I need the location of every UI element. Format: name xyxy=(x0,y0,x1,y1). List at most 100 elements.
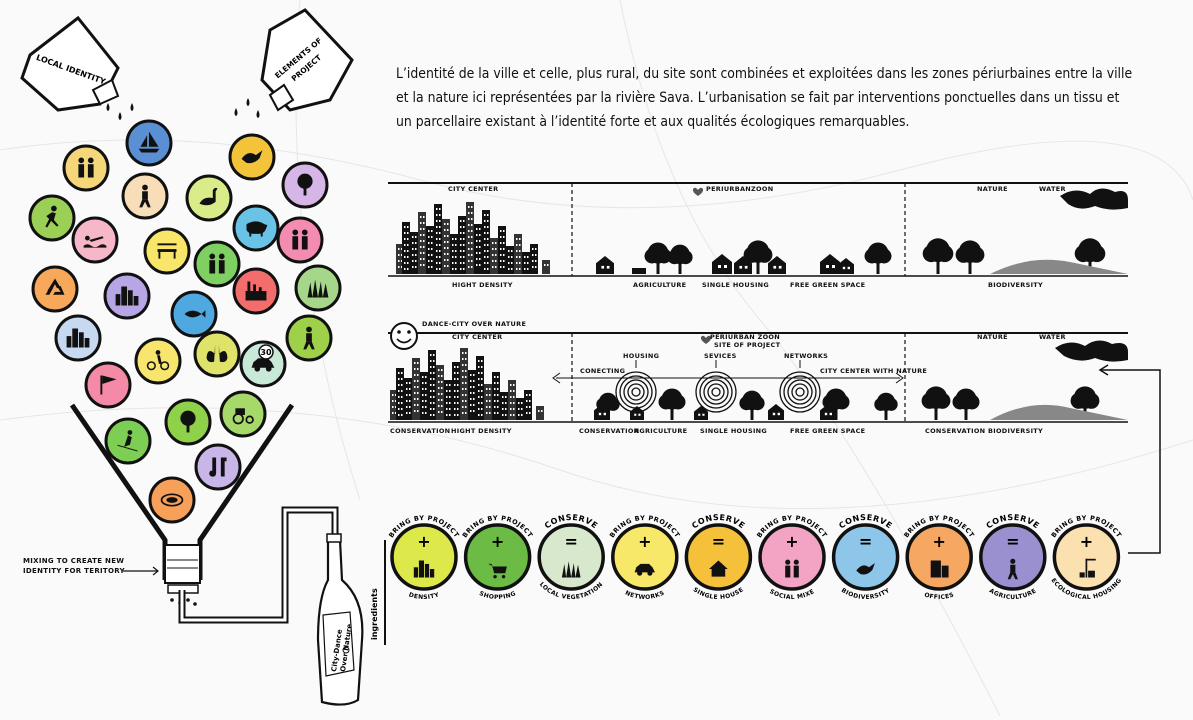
buildings-icon xyxy=(413,560,435,578)
car-icon xyxy=(251,358,275,372)
s1-zone-nature: NATURE xyxy=(977,185,1008,193)
buildings-icon xyxy=(115,286,139,306)
funnel-spout xyxy=(164,544,201,606)
funnel-circle xyxy=(281,161,329,209)
ingredient-symbol: + xyxy=(417,532,430,551)
funnel-circle xyxy=(170,290,218,338)
s1-zone-periurban: PERIURBANZOON xyxy=(706,185,774,193)
car-icon xyxy=(634,563,655,576)
factory-icon xyxy=(245,281,267,301)
house-icon xyxy=(709,560,728,577)
ingredient-symbol: + xyxy=(638,532,651,551)
people-icon xyxy=(785,559,799,578)
s2-title: DANCE-CITY OVER NATURE xyxy=(422,320,527,328)
funnel-circle xyxy=(125,119,173,167)
s2-label-agriculture: AGRICULTURE xyxy=(634,427,688,435)
s2-label-conservation-1: CONSERVATION xyxy=(390,427,451,435)
ingredient-symbol: = xyxy=(1006,532,1019,551)
s2-label-free-green: FREE GREEN SPACE xyxy=(790,427,866,435)
runner-icon xyxy=(45,205,59,228)
funnel-circle xyxy=(228,133,276,181)
funnel-circle xyxy=(219,390,267,438)
funnel-circle xyxy=(185,174,233,222)
funnel-circle xyxy=(193,240,241,288)
funnel-circle xyxy=(232,267,280,315)
local-identity-jar: LOCAL IDENTITY xyxy=(20,15,120,112)
ingredient-name: NETWORKS xyxy=(624,589,666,601)
funnel-circle xyxy=(104,417,152,465)
plate-icon xyxy=(160,493,184,507)
smiley-icon xyxy=(390,322,418,350)
tractor-icon xyxy=(232,408,254,425)
funnel-circle xyxy=(54,314,102,362)
cyclist-icon xyxy=(146,350,170,371)
ingredient-symbol: + xyxy=(785,532,798,551)
s2-label-networks: NETWORKS xyxy=(784,352,829,360)
pig-icon xyxy=(246,221,268,237)
couple-icon xyxy=(292,229,308,250)
skyline-1 xyxy=(396,202,550,274)
tree-icon xyxy=(180,410,196,433)
ingredient-symbol: = xyxy=(859,532,872,551)
bottle: City-Dance Over Nature xyxy=(316,533,364,706)
feedback-arrow xyxy=(1100,369,1161,554)
ingredients-label: ingredients xyxy=(370,588,379,640)
skyline-2 xyxy=(390,348,544,420)
s2-label-biodiversity: BIODIVERSITY xyxy=(988,427,1044,435)
cart-icon xyxy=(488,563,507,579)
flag-icon xyxy=(100,375,117,395)
drops xyxy=(106,98,260,120)
s2-label-conservation-3: CONSERVATION xyxy=(925,427,986,435)
s2-zone-site: SITE OF PROJECT xyxy=(714,341,781,349)
funnel-circle xyxy=(239,340,287,388)
funnel-circle xyxy=(31,265,79,313)
speed-sign: 30 xyxy=(258,344,274,360)
funnel-circle xyxy=(285,314,333,362)
funnel-circle xyxy=(103,272,151,320)
ingredient-name: SHOPPING xyxy=(478,590,517,601)
funnel-circle xyxy=(194,443,242,491)
bench-icon xyxy=(157,243,177,259)
people-icon xyxy=(209,253,225,274)
grass-icon xyxy=(561,561,581,578)
farmer-icon xyxy=(1007,558,1018,580)
speed-sign-text: 30 xyxy=(260,348,272,357)
s2-label-housing: HOUSING xyxy=(623,352,660,360)
family-icon xyxy=(78,157,94,178)
skier-icon xyxy=(117,430,138,452)
funnel-circle xyxy=(276,216,324,264)
section-1-strip xyxy=(388,182,1128,277)
s2-label-single-housing: SINGLE HOUSING xyxy=(700,427,768,435)
s1-label-free-green: FREE GREEN SPACE xyxy=(790,281,866,289)
s1-label-single-housing: SINGLE HOUSING xyxy=(702,281,770,289)
ingredient-symbol: = xyxy=(712,532,725,551)
pipe xyxy=(178,506,339,624)
ingredient-symbol: + xyxy=(932,532,945,551)
ingredient-symbol: = xyxy=(564,532,577,551)
bird-icon xyxy=(241,150,263,164)
instruments-icon xyxy=(209,457,227,477)
s2-label-connecting: CONECTING xyxy=(580,367,626,375)
fish-icon xyxy=(184,310,206,318)
s2-zone-nature: NATURE xyxy=(977,333,1008,341)
funnel-circle xyxy=(84,361,132,409)
elements-jar: ELEMENTS OF PROJECT xyxy=(260,8,354,112)
bird-icon xyxy=(856,563,875,575)
section-2-strip xyxy=(388,332,1128,423)
funnel-circle xyxy=(121,172,169,220)
description-text: L’identité de la ville et celle, plus ru… xyxy=(396,66,1133,130)
ingredient-symbol: + xyxy=(491,532,504,551)
s1-label-density: HIGHT DENSITY xyxy=(452,281,513,289)
s2-zone-periurban: PERIURBAN ZOON xyxy=(710,333,781,341)
tree-icon xyxy=(297,173,313,196)
funnel-circle xyxy=(62,144,110,192)
